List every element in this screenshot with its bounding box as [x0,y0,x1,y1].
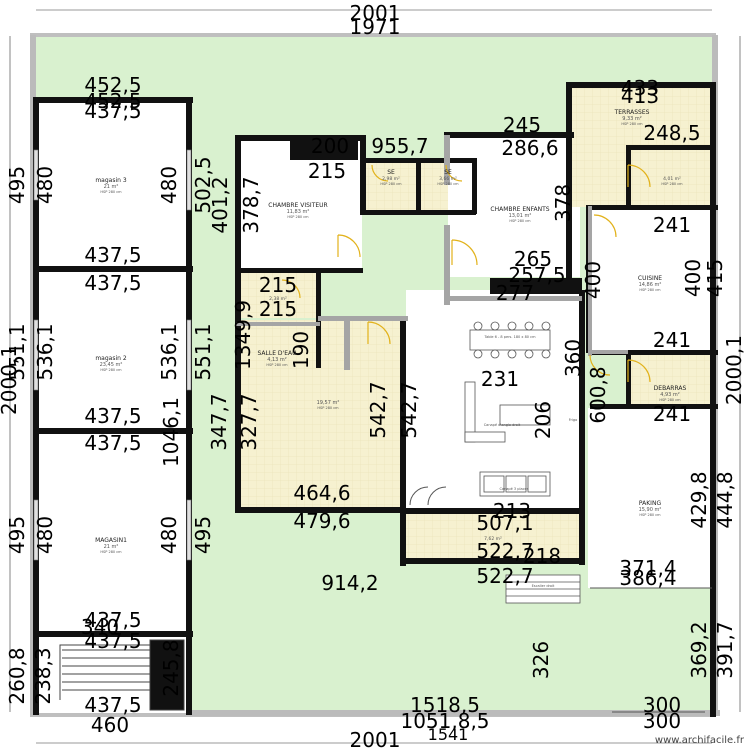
chambre-visiteur-room [240,140,362,268]
magasin-windows [33,149,192,561]
dining-table [469,321,551,359]
se1-room [366,162,416,210]
magasin-1-room [36,434,186,632]
magasin-2-room [36,272,186,429]
entry-steps [505,574,581,604]
magasin-walls [33,97,193,715]
corner-sofa [464,381,551,443]
plot-border-bottom [190,710,720,716]
staircase [59,639,185,711]
gray-partitions [236,135,628,370]
wc-room [240,272,318,318]
paking-room [588,408,714,588]
sofa-three-seat [479,471,551,497]
small-terr-room [630,150,714,206]
magasin-3-room [36,102,186,267]
entry-double-door [409,486,447,506]
watermark: www.archifacile.fr [654,735,744,746]
doors [281,164,651,383]
dimension-lines [9,9,741,744]
entree-room [406,510,582,560]
cuisine-room [588,210,714,350]
debarras-room [628,350,714,406]
dark-blocks [290,140,582,294]
